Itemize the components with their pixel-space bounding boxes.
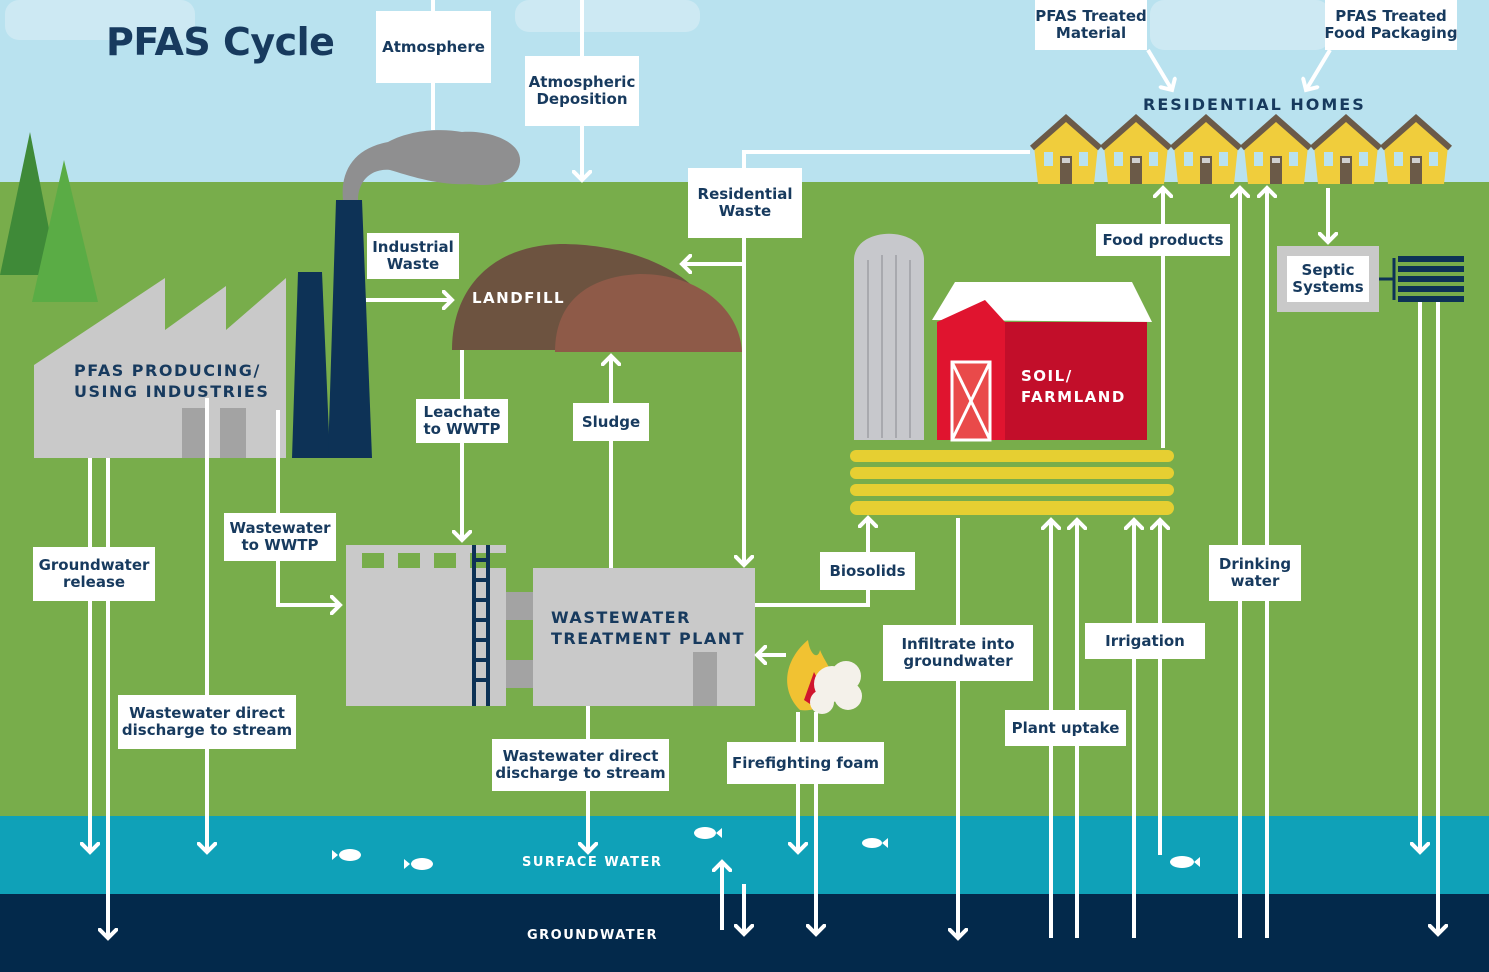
wwtp-tank (346, 568, 506, 706)
house-icon (1170, 113, 1242, 184)
zone-homes-text: RESIDENTIAL HOMES (1143, 95, 1366, 114)
label-atmospheric-deposition-text: Atmospheric Deposition (528, 73, 636, 108)
zone-surface-water-text: SURFACE WATER (522, 855, 663, 870)
label-leachate-to-wwtp: Leachate to WWTP (416, 399, 508, 443)
label-atmospheric-deposition: Atmospheric Deposition (525, 56, 639, 126)
label-wastewater-direct-discharge-industry-text: Wastewater direct discharge to stream (121, 704, 293, 739)
factory-door (220, 408, 246, 458)
label-industrial-waste: Industrial Waste (367, 233, 459, 279)
label-firefighting-foam: Firefighting foam (727, 742, 884, 784)
silo-icon (854, 233, 924, 440)
label-wastewater-direct-discharge-industry: Wastewater direct discharge to stream (118, 695, 296, 749)
smokestack-icon (292, 272, 330, 458)
label-food-products-text: Food products (1102, 230, 1224, 249)
fish-icon (332, 827, 1200, 870)
septic-drain-field (1398, 256, 1464, 302)
cloud (1150, 0, 1330, 50)
zone-surface-water: SURFACE WATER (522, 852, 662, 873)
house-icon (1240, 113, 1312, 184)
label-pfas-treated-material: PFAS Treated Material (1035, 0, 1147, 50)
zone-groundwater-text: GROUNDWATER (527, 928, 659, 943)
house-icon (1030, 113, 1102, 184)
tree-icon (0, 132, 58, 275)
ladder-icon (472, 545, 490, 706)
label-plant-uptake: Plant uptake (1005, 710, 1126, 746)
label-pfas-treated-food-packaging-text: PFAS Treated Food Packaging (1324, 7, 1458, 42)
label-pfas-treated-material-text: PFAS Treated Material (1035, 7, 1147, 42)
zone-groundwater: GROUNDWATER (527, 925, 658, 946)
zone-landfill-text: LANDFILL (472, 289, 566, 307)
flow-arrow (1306, 48, 1332, 90)
zone-farmland-text: SOIL/ FARMLAND (1021, 367, 1126, 406)
rail-post (346, 545, 362, 570)
houses-row (1030, 113, 1452, 184)
label-pfas-treated-food-packaging: PFAS Treated Food Packaging (1324, 0, 1458, 50)
wwtp-door (693, 652, 717, 706)
zone-landfill: LANDFILL (472, 288, 565, 309)
flow-arrow (276, 561, 340, 605)
label-septic-systems: Septic Systems (1287, 256, 1369, 302)
label-firefighting-foam-text: Firefighting foam (731, 753, 880, 772)
foam-cloud-icon (810, 661, 862, 714)
page-title: PFAS Cycle (106, 20, 335, 64)
rail-post (456, 545, 470, 570)
label-drinking-water-text: Drinking water (1218, 555, 1292, 590)
flow-arrow (755, 590, 870, 607)
house-icon (1380, 113, 1452, 184)
flow-arrows (90, 0, 1438, 938)
rail-post (420, 545, 434, 570)
house-icon (1310, 113, 1382, 184)
flow-arrow (742, 150, 1030, 168)
label-plant-uptake-text: Plant uptake (1011, 718, 1120, 737)
rail-post (384, 545, 398, 570)
label-irrigation-text: Irrigation (1105, 631, 1185, 650)
label-biosolids-text: Biosolids (829, 561, 906, 580)
label-food-products: Food products (1096, 224, 1230, 256)
label-infiltrate-into-groundwater: Infiltrate into groundwater (883, 625, 1033, 681)
label-residential-waste: Residential Waste (688, 168, 802, 238)
zone-wwtp: WASTEWATER TREATMENT PLANT (551, 607, 745, 649)
crop-rows (850, 450, 1174, 515)
label-atmosphere: Atmosphere (376, 11, 491, 83)
label-residential-waste-text: Residential Waste (697, 185, 793, 220)
label-wastewater-direct-discharge-wwtp: Wastewater direct discharge to stream (492, 739, 669, 791)
landfill-mound (555, 274, 742, 352)
label-wastewater-direct-discharge-wwtp-text: Wastewater direct discharge to stream (495, 747, 666, 782)
label-sludge-text: Sludge (581, 412, 641, 431)
zone-industries: PFAS PRODUCING/ USING INDUSTRIES (74, 360, 269, 402)
label-infiltrate-into-groundwater-text: Infiltrate into groundwater (901, 635, 1015, 670)
label-industrial-waste-text: Industrial Waste (372, 238, 454, 273)
flow-arrow (1146, 48, 1172, 90)
zone-farmland: SOIL/ FARMLAND (1021, 366, 1126, 408)
wwtp-connector (506, 660, 534, 688)
zone-homes: RESIDENTIAL HOMES (1143, 94, 1366, 115)
smoke-icon (342, 130, 521, 200)
wwtp-connector (506, 592, 534, 620)
tree-icon (32, 160, 98, 302)
cloud (5, 0, 195, 40)
label-wastewater-to-wwtp: Wastewater to WWTP (224, 513, 336, 561)
label-septic-systems-text: Septic Systems (1292, 261, 1364, 296)
label-wastewater-to-wwtp-text: Wastewater to WWTP (229, 519, 331, 554)
label-irrigation: Irrigation (1085, 623, 1205, 659)
factory-door (182, 408, 208, 458)
silo-stripes (867, 255, 911, 438)
label-sludge: Sludge (573, 403, 649, 441)
label-biosolids: Biosolids (820, 552, 915, 590)
cloud (515, 0, 700, 32)
wwtp-building (533, 568, 755, 706)
label-atmosphere-text: Atmosphere (382, 37, 485, 56)
label-groundwater-release: Groundwater release (33, 547, 155, 601)
label-leachate-to-wwtp-text: Leachate to WWTP (423, 403, 501, 438)
zone-industries-text: PFAS PRODUCING/ USING INDUSTRIES (74, 361, 270, 401)
barn-icon (1005, 322, 1147, 440)
label-groundwater-release-text: Groundwater release (38, 556, 150, 591)
house-icon (1100, 113, 1172, 184)
smokestack-icon (328, 200, 372, 458)
zone-wwtp-text: WASTEWATER TREATMENT PLANT (551, 608, 746, 648)
label-drinking-water: Drinking water (1209, 545, 1301, 601)
